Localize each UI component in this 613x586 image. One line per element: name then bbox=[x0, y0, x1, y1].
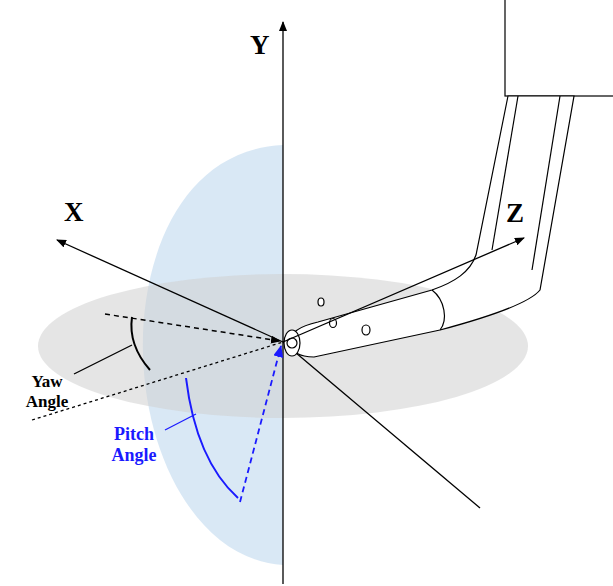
x-axis-extension bbox=[283, 342, 480, 508]
axis-label: Z bbox=[506, 198, 540, 229]
angle-label: Yaw Angle bbox=[12, 372, 82, 411]
yaw-leader bbox=[74, 345, 132, 374]
yaw-arc bbox=[131, 317, 150, 370]
pitch-arc bbox=[186, 378, 238, 498]
pitch-vector bbox=[240, 346, 281, 502]
angle-label: Pitch Angle bbox=[96, 424, 172, 465]
z-axis bbox=[283, 238, 524, 342]
axis-label: Y bbox=[250, 30, 280, 61]
probe bbox=[284, 0, 613, 357]
y-axis bbox=[282, 22, 283, 584]
pitch-leader bbox=[165, 414, 196, 430]
x-axis bbox=[57, 240, 283, 342]
z-axis-extension bbox=[32, 342, 283, 420]
axis-label: X bbox=[64, 197, 98, 228]
